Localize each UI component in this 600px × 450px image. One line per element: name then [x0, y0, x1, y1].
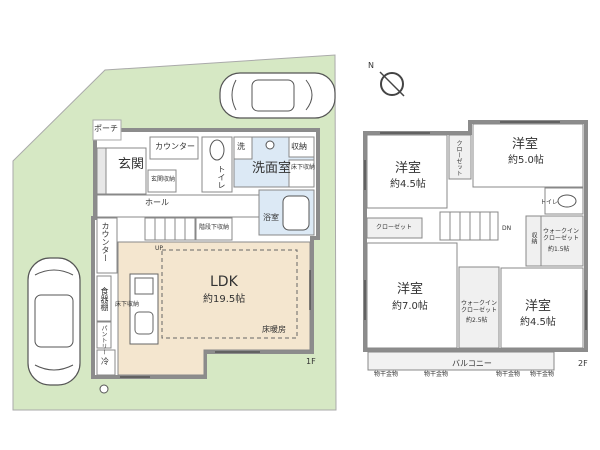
drying-hardware-1: 物干金物	[374, 371, 399, 378]
wic-mid-area-label: 約2.5帖	[466, 317, 488, 324]
porch-label: ポーチ	[94, 124, 118, 133]
floor-heating-label: 床暖房	[262, 325, 286, 334]
drying-hardware-2: 物干金物	[424, 371, 449, 378]
washroom-label: 洗面室	[252, 161, 292, 176]
room-sw-label: 洋室	[397, 282, 424, 297]
wash-label: 洗	[237, 142, 245, 151]
compass-north-label: N	[368, 61, 374, 70]
fridge-label: 冷	[101, 357, 109, 366]
wic-mid-label: ウォークインクローゼット	[461, 300, 498, 315]
kitchen-underfloor-label: 床下収納	[115, 301, 140, 308]
entrance-label: 玄関	[118, 157, 145, 172]
ldk-label: LDK	[210, 274, 238, 290]
stairs-down-label: DN	[502, 225, 512, 232]
closet-horizontal-label: クローゼット	[376, 224, 413, 231]
room-nw-label: 洋室	[395, 161, 422, 176]
closet-vertical-label: クローゼット	[455, 140, 462, 176]
shoebox-label: 玄関収納	[151, 176, 176, 183]
room-ne-label: 洋室	[512, 137, 539, 152]
pantry-label: パントリー	[100, 325, 107, 355]
storage-2f-label: 収納	[530, 232, 537, 244]
room-nw-area-label: 約4.5帖	[390, 179, 426, 190]
toilet-2f-label: トイレ	[540, 199, 559, 206]
hall-label: ホール	[145, 198, 169, 207]
wic-right-area-label: 約1.5帖	[548, 246, 570, 253]
floor1-label: 1F	[306, 357, 316, 366]
compass-icon	[379, 71, 405, 97]
toilet-1f-label: トイレ	[217, 165, 226, 189]
parked-car-left	[27, 257, 81, 386]
bath-label: 浴室	[263, 213, 279, 222]
drying-hardware-3: 物干金物	[496, 371, 521, 378]
wash-underfloor-label: 床下収納	[291, 164, 316, 171]
counter-top-label: カウンター	[155, 142, 195, 151]
counter-side-label: カウンター	[101, 222, 110, 262]
room-sw-area-label: 約7.0帖	[392, 301, 428, 312]
stairs-up-label: UP	[155, 245, 164, 252]
cupboard-label: 食器棚	[100, 287, 109, 311]
drying-hardware-4: 物干金物	[530, 371, 555, 378]
ldk-area-label: 約19.5帖	[203, 294, 246, 305]
wic-right-label: ウォークインクローゼット	[543, 228, 580, 243]
room-se-label: 洋室	[525, 299, 552, 314]
floor2-label: 2F	[578, 359, 588, 368]
under-stairs-storage-label: 階段下収納	[199, 224, 230, 231]
room-se-area-label: 約4.5帖	[520, 317, 556, 328]
parked-car-top	[219, 72, 336, 119]
floor1-house	[91, 119, 320, 394]
balcony-label: バルコニー	[452, 359, 492, 368]
floor2-house	[363, 120, 588, 371]
room-ne-area-label: 約5.0帖	[508, 155, 544, 166]
storage-1f-label: 収納	[291, 142, 307, 151]
